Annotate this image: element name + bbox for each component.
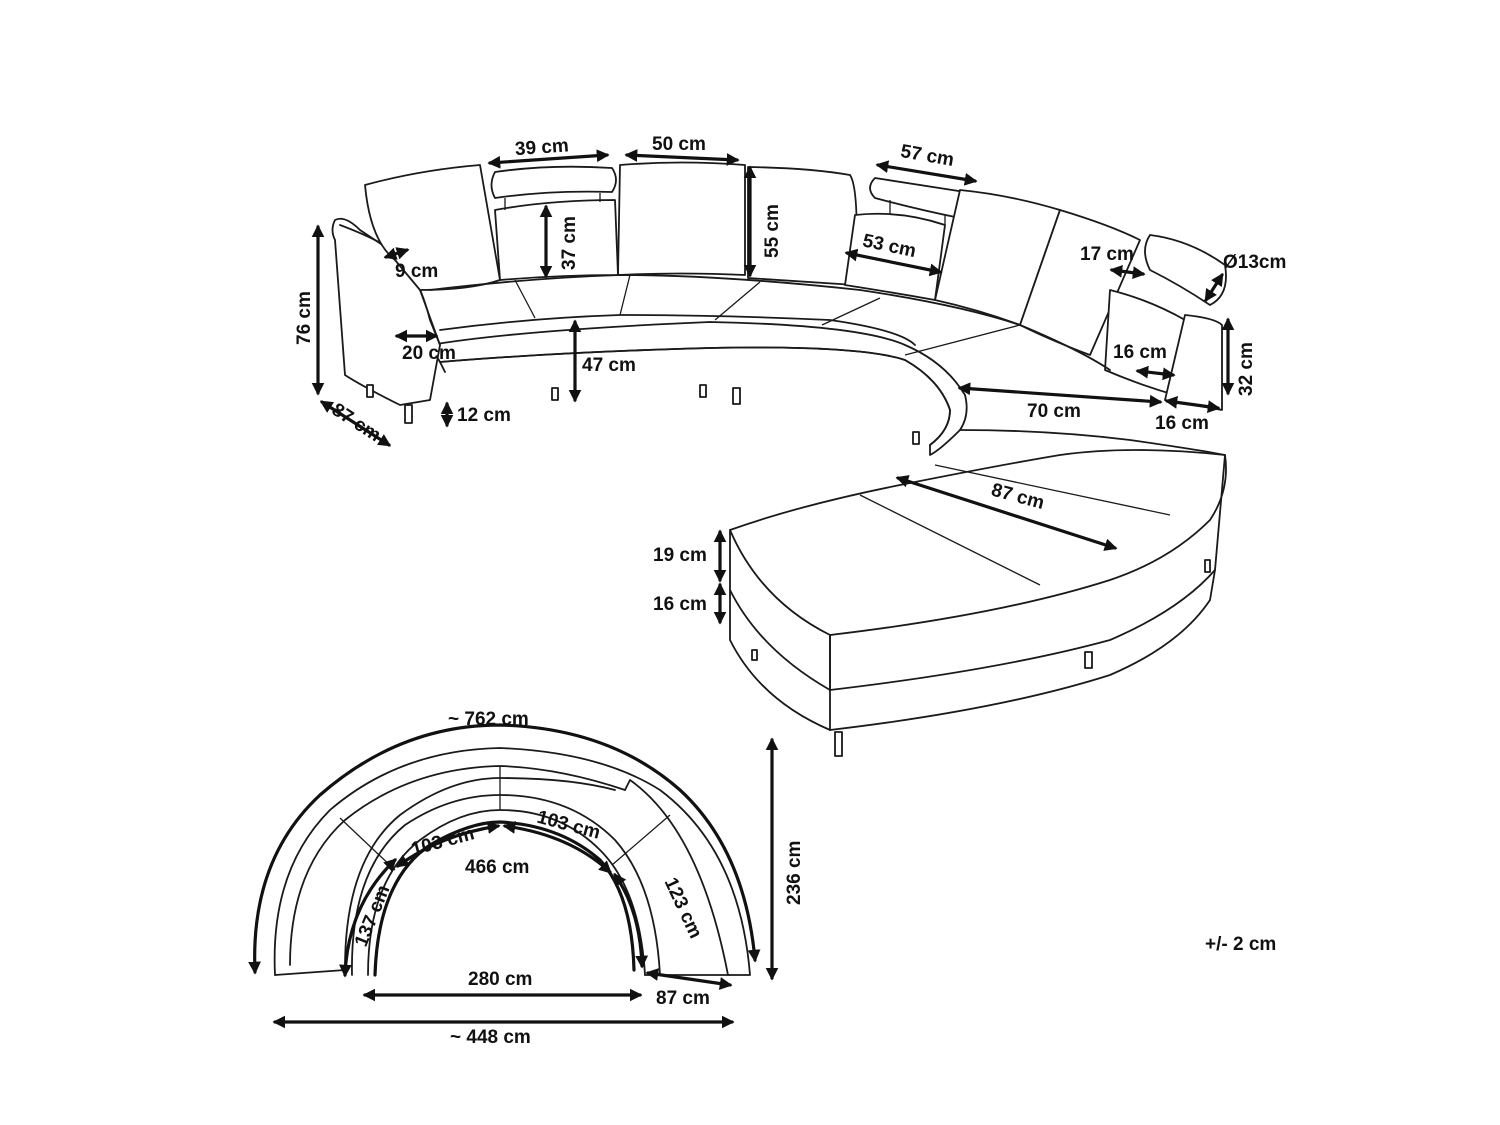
label-50cm: 50 cm <box>652 134 706 155</box>
label-87cm-arm: 87 cm <box>328 399 385 446</box>
label-17cm: 17 cm <box>1080 244 1134 265</box>
label-236cm: 236 cm <box>784 841 805 905</box>
label-20cm: 20 cm <box>402 343 456 364</box>
label-87cm-end: 87 cm <box>656 988 710 1009</box>
label-37cm: 37 cm <box>559 216 580 270</box>
label-57cm: 57 cm <box>899 141 956 171</box>
tolerance-note: +/- 2 cm <box>1205 934 1276 955</box>
label-466cm: 466 cm <box>465 857 529 878</box>
label-55cm: 55 cm <box>762 204 783 258</box>
label-280cm: 280 cm <box>468 969 532 990</box>
label-13cm-diameter: Ø13cm <box>1223 252 1286 273</box>
perspective-dimension-lines <box>311 149 1235 625</box>
label-70cm: 70 cm <box>1027 401 1081 422</box>
label-32cm: 32 cm <box>1236 342 1257 396</box>
label-16cm-bolster: 16 cm <box>1113 342 1167 363</box>
label-39cm: 39 cm <box>514 135 569 160</box>
label-762cm: ~ 762 cm <box>448 709 529 730</box>
label-9cm: 9 cm <box>395 261 438 282</box>
label-47cm: 47 cm <box>582 355 636 376</box>
label-103cm-left: 103 cm <box>409 823 477 860</box>
label-123cm: 123 cm <box>660 875 706 942</box>
label-76cm: 76 cm <box>294 291 315 345</box>
label-16cm-arm: 16 cm <box>1155 413 1209 434</box>
label-19cm: 19 cm <box>653 545 707 566</box>
top-view-dimension-lines <box>248 723 779 1029</box>
label-12cm: 12 cm <box>457 405 511 426</box>
label-16cm-base: 16 cm <box>653 594 707 615</box>
sofa-legs <box>366 384 1211 757</box>
label-448cm: ~ 448 cm <box>450 1027 531 1048</box>
